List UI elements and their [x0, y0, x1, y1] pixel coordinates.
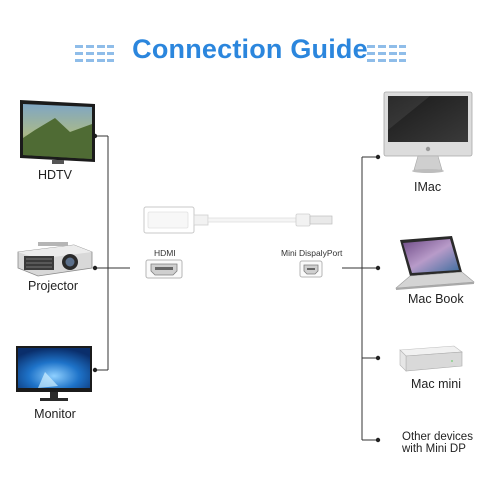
other-devices-line1: Other devices	[402, 431, 473, 443]
projector-label: Projector	[27, 279, 79, 293]
monitor-label: Monitor	[34, 407, 76, 421]
other-devices-line2: with Mini DP	[402, 443, 466, 455]
page-title: Connection Guide	[132, 34, 368, 64]
mac-mini-label: Mac mini	[411, 377, 462, 391]
other-devices-label: Other devices with Mini DP	[402, 431, 473, 455]
imac-label: IMac	[414, 180, 442, 194]
mini-displayport-label: Mini DispalyPort	[281, 248, 343, 258]
macbook-label: Mac Book	[408, 292, 464, 306]
hdtv-label: HDTV	[37, 168, 73, 182]
title-decoration-left	[75, 43, 115, 70]
hdmi-label: HDMI	[154, 248, 176, 258]
title-decoration-right	[367, 43, 407, 70]
